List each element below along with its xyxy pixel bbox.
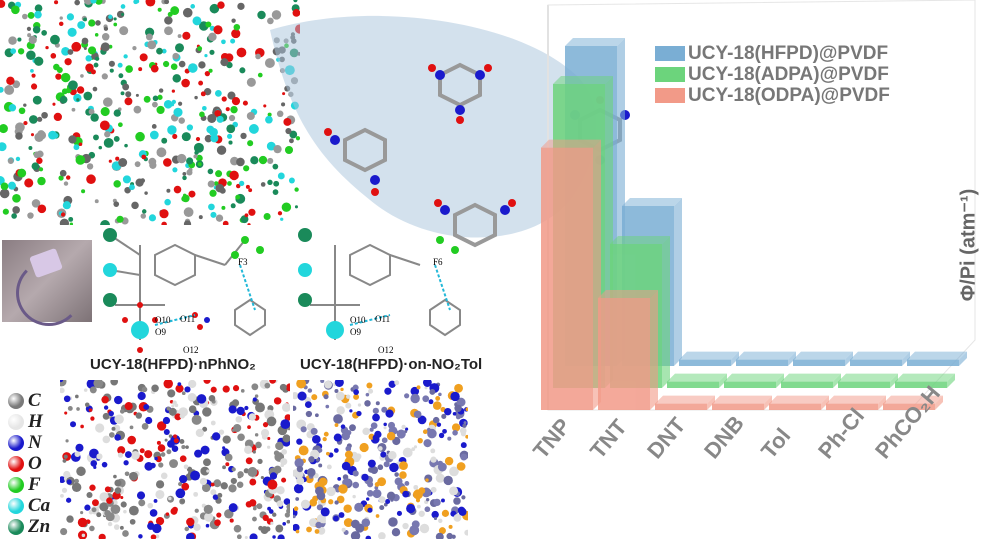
bar bbox=[793, 352, 853, 366]
legend-swatch bbox=[655, 88, 685, 103]
legend-label: UCY-18(ODPA)@PVDF bbox=[688, 85, 890, 107]
legend-item: UCY-18(ADPA)@PVDF bbox=[655, 64, 890, 85]
y-axis-label: Φ/Pi (atm⁻¹) bbox=[956, 189, 981, 302]
bar bbox=[655, 396, 715, 410]
bar bbox=[598, 290, 658, 410]
legend-label: UCY-18(ADPA)@PVDF bbox=[688, 64, 889, 86]
bar bbox=[838, 374, 898, 388]
bar bbox=[769, 396, 829, 410]
chart-legend: UCY-18(HFPD)@PVDFUCY-18(ADPA)@PVDFUCY-18… bbox=[655, 43, 890, 106]
bar bbox=[712, 396, 772, 410]
bar bbox=[541, 140, 601, 410]
bar bbox=[724, 374, 784, 388]
bar bbox=[850, 352, 910, 366]
legend-item: UCY-18(ODPA)@PVDF bbox=[655, 85, 890, 106]
bar bbox=[736, 352, 796, 366]
bar bbox=[679, 352, 739, 366]
legend-item: UCY-18(HFPD)@PVDF bbox=[655, 43, 890, 64]
legend-swatch bbox=[655, 67, 685, 82]
bar bbox=[781, 374, 841, 388]
bar bbox=[907, 352, 967, 366]
legend-label: UCY-18(HFPD)@PVDF bbox=[688, 43, 888, 65]
bar bbox=[667, 374, 727, 388]
legend-swatch bbox=[655, 46, 685, 61]
